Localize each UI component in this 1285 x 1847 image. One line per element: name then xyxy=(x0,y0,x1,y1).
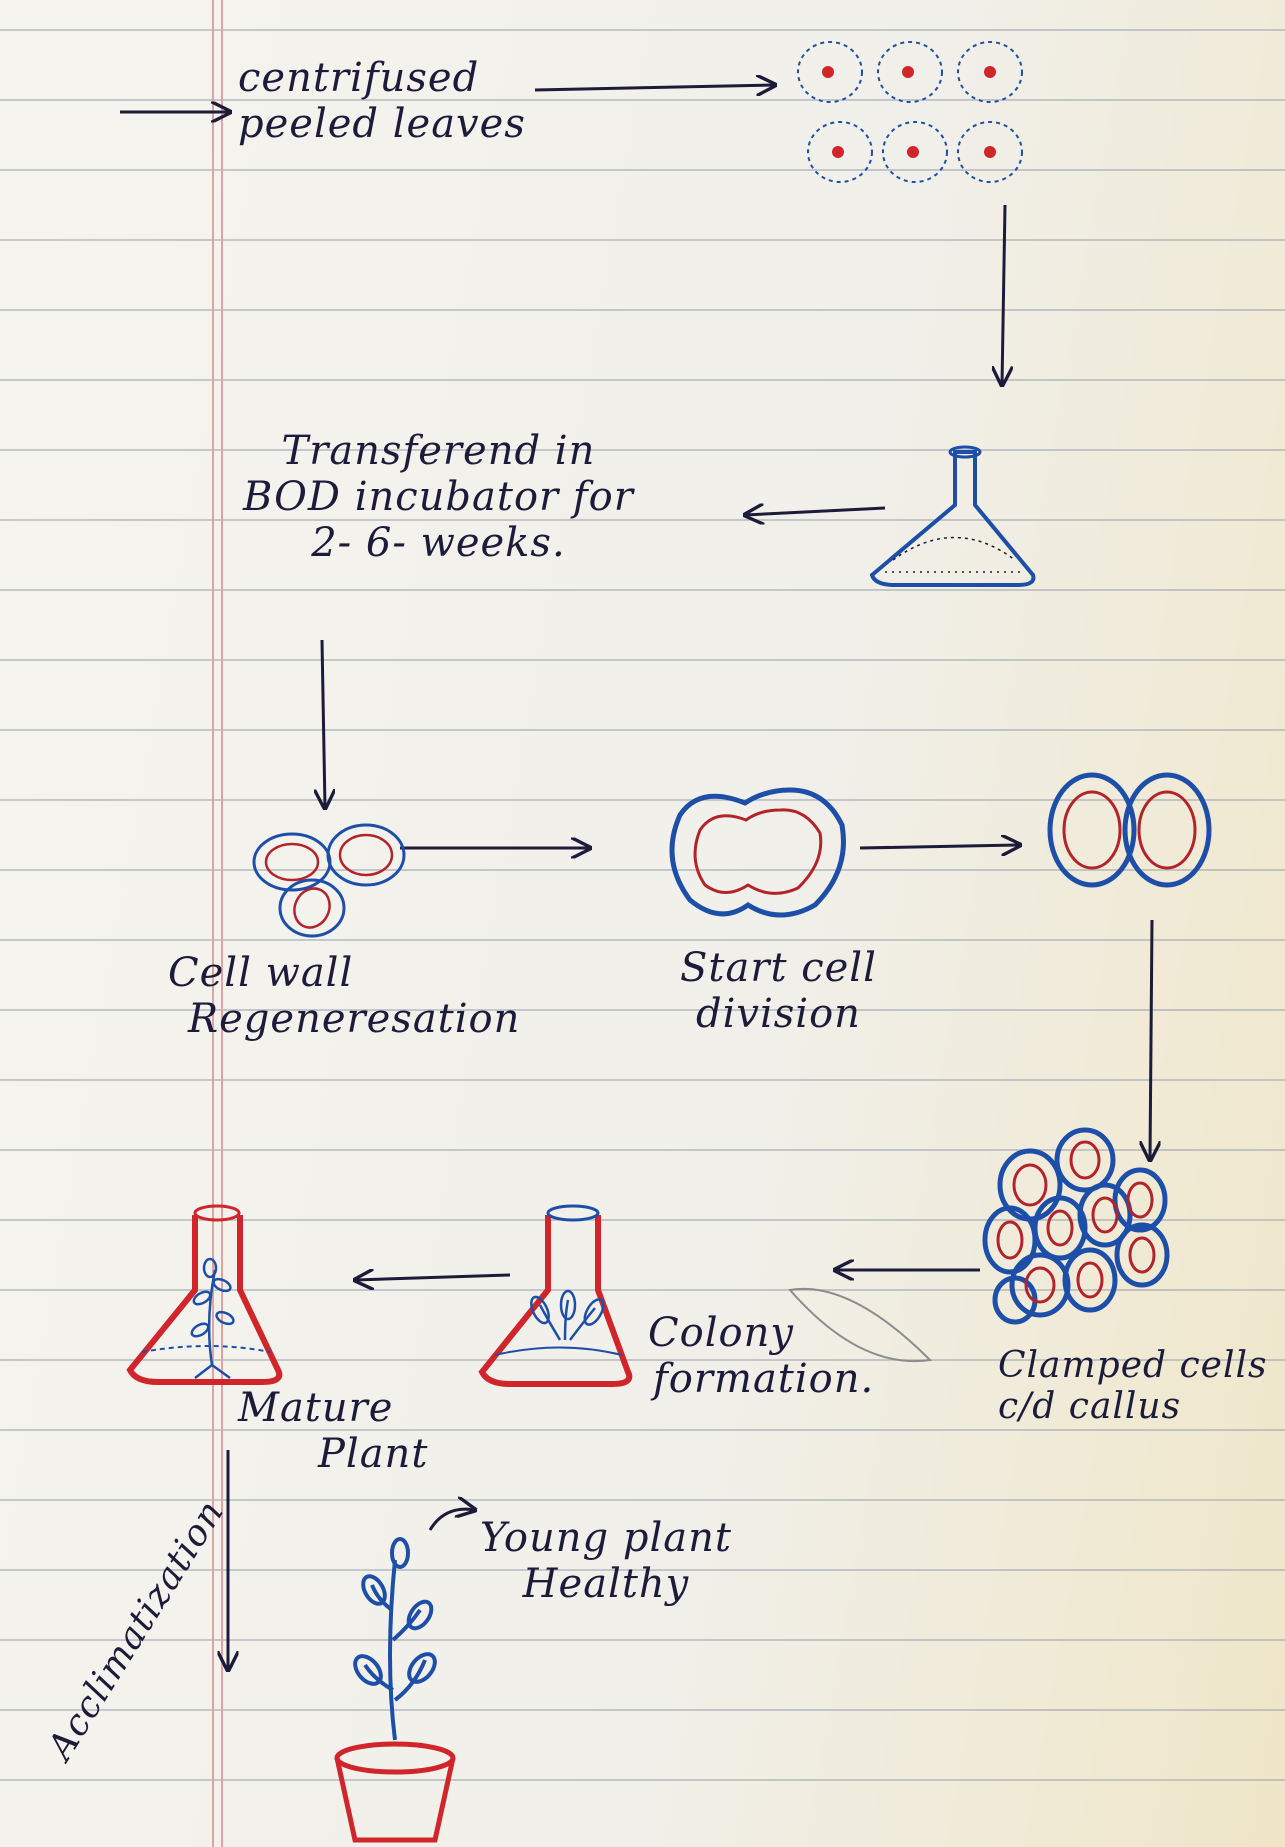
label-young-plant-line2: Healthy xyxy=(480,1561,732,1607)
label-mature-line2: Plant xyxy=(238,1431,428,1477)
arrow-to-daughter-cells xyxy=(860,845,1020,848)
label-clamped-cells-callus: Clamped cells c/d callus xyxy=(998,1345,1267,1428)
arrow-to-young-plant-label xyxy=(430,1509,475,1530)
young-plant-pot xyxy=(337,1539,453,1840)
label-division-line1: Start cell xyxy=(680,945,877,991)
callus-cluster xyxy=(985,1130,1167,1322)
dividing-cell xyxy=(672,790,843,915)
label-young-plant-line1: Young plant xyxy=(480,1515,732,1561)
label-centrifuged-leaves: centrifused peeled leaves xyxy=(238,55,526,147)
arrow-to-protoplasts xyxy=(535,85,775,90)
label-start-cell-division: Start cell division xyxy=(680,945,877,1037)
label-centrifuged-line1: centrifused xyxy=(238,55,526,101)
label-bod-incubator: Transferend in BOD incubator for 2- 6- w… xyxy=(243,428,634,566)
label-colony-formation: Colony formation. xyxy=(648,1310,874,1402)
regenerated-cells xyxy=(254,825,404,936)
label-colony-line1: Colony xyxy=(648,1310,874,1356)
protoplast-cells xyxy=(798,42,1022,182)
label-division-line2: division xyxy=(680,991,877,1037)
label-mature-line1: Mature xyxy=(238,1385,428,1431)
protoplast-nuclei xyxy=(822,66,996,158)
arrow-flask-to-incubator xyxy=(745,508,885,515)
label-colony-line2: formation. xyxy=(648,1356,874,1402)
colony-flask xyxy=(482,1206,629,1384)
label-centrifuged-line2: peeled leaves xyxy=(238,101,526,147)
arrow-down-to-regeneration xyxy=(322,640,325,808)
label-young-plant-healthy: Young plant Healthy xyxy=(480,1515,732,1607)
arrow-down-to-flask xyxy=(1002,205,1005,385)
mature-plant-flask xyxy=(130,1206,279,1382)
daughter-cells xyxy=(1050,775,1209,885)
arrow-down-to-callus xyxy=(1150,920,1152,1160)
label-callus-line2: c/d callus xyxy=(998,1386,1267,1427)
label-callus-line1: Clamped cells xyxy=(998,1345,1267,1386)
colony-sprout xyxy=(528,1291,607,1340)
label-cell-wall-line1: Cell wall xyxy=(168,950,520,996)
label-cell-wall-regeneration: Cell wall Regeneresation xyxy=(168,950,520,1042)
label-incubator-line3: 2- 6- weeks. xyxy=(243,520,634,566)
culture-flask xyxy=(872,447,1033,585)
label-mature-plant: Mature Plant xyxy=(238,1385,428,1477)
label-incubator-line1: Transferend in xyxy=(243,428,634,474)
label-incubator-line2: BOD incubator for xyxy=(243,474,634,520)
label-cell-wall-line2: Regeneresation xyxy=(168,996,520,1042)
arrow-colony-to-mature xyxy=(355,1275,510,1280)
